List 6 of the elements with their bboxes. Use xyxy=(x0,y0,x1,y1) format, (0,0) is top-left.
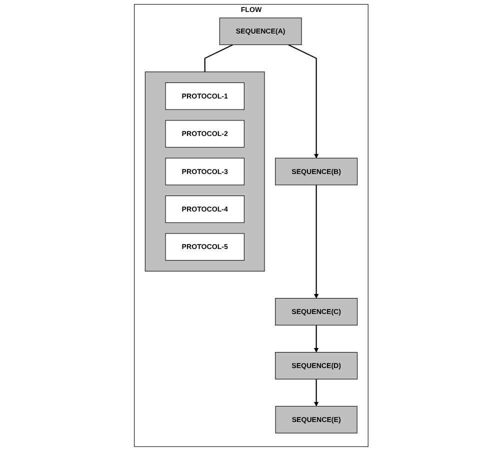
cluster xyxy=(145,72,266,272)
arrow xyxy=(314,325,319,352)
connector xyxy=(204,44,234,72)
arrow xyxy=(314,184,319,299)
arrow xyxy=(314,379,319,406)
arrow xyxy=(288,44,319,158)
